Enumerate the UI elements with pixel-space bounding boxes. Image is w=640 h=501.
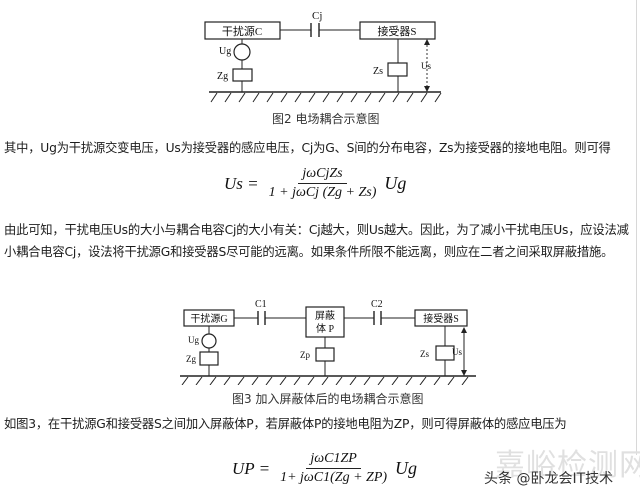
fig2-us-label: Us: [421, 61, 431, 71]
formula-up-fraction: jωC1ZP 1+ jωC1(Zg + ZP): [276, 451, 391, 486]
fig2-receiver-label: 接受器S: [377, 25, 416, 38]
figure-2-diagram: 干扰源C Cj 接受器S Ug Zg Zs Us: [195, 8, 455, 103]
formula-us-fraction: jωCjZs 1 + jωCj (Zg + Zs): [265, 166, 381, 201]
paragraph-analysis: 由此可知，干扰电压Us的大小与耦合电容Cj的大小有关：Cj越大，则Us越大。因此…: [4, 223, 629, 259]
fig3-zg-label: Zg: [186, 354, 196, 364]
formula-up-rhs: Ug: [395, 458, 418, 478]
paragraph-definitions: 其中，Ug为干扰源交变电压，Us为接受器的感应电压，Cj为G、S间的分布电容，Z…: [4, 141, 611, 155]
fig2-ug-label: Ug: [219, 46, 231, 57]
formula-up-denominator: 1+ jωC1(Zg + ZP): [280, 470, 388, 485]
fig3-source-label: 干扰源G: [190, 312, 227, 325]
fig3-us-label: Us: [452, 347, 462, 357]
watermark-site: 嘉峪检测网: [495, 448, 640, 483]
figure-2-caption: 图2 电场耦合示意图: [272, 112, 380, 126]
formula-up-lhs: UP =: [232, 458, 271, 478]
fig3-c1-label: C1: [255, 299, 267, 310]
fig3-zs-label: Zs: [420, 349, 429, 359]
fig3-c2-label: C2: [371, 299, 383, 310]
figure-3-caption: 图3 加入屏蔽体后的电场耦合示意图: [232, 392, 424, 406]
page-right-border: [636, 0, 637, 455]
formula-us-lhs: Us =: [224, 173, 259, 193]
fig2-zs-label: Zs: [373, 66, 383, 77]
formula-us-numerator: jωCjZs: [298, 166, 347, 184]
fig2-capacitor-label: Cj: [312, 10, 322, 22]
fig2-zg-label: Zg: [217, 71, 228, 82]
formula-us-rhs: Ug: [384, 173, 407, 193]
formula-up-numerator: jωC1ZP: [306, 451, 361, 469]
paragraph-shield: 如图3，在干扰源G和接受器S之间加入屏蔽体P，若屏蔽体P的接地电阻为ZP，则可得…: [4, 417, 567, 431]
formula-us-denominator: 1 + jωCj (Zg + Zs): [268, 185, 377, 200]
watermark-author: 头条 @卧龙会IT技术: [484, 471, 614, 487]
fig3-shield-label-1: 屏蔽: [315, 310, 335, 322]
formula-us: Us = jωCjZs 1 + jωCj (Zg + Zs) Ug: [224, 166, 406, 201]
fig2-source-label: 干扰源C: [222, 24, 262, 38]
fig3-zp-label: Zp: [300, 350, 310, 360]
fig3-shield-label-2: 体 P: [316, 323, 335, 335]
fig3-ug-label: Ug: [188, 335, 199, 345]
figure-3-diagram: 干扰源G C1 屏蔽 体 P C2 接受器S Ug Zg Zp Zs: [178, 297, 478, 385]
formula-up: UP = jωC1ZP 1+ jωC1(Zg + ZP) Ug: [232, 451, 417, 486]
fig3-receiver-label: 接受器S: [423, 312, 459, 325]
